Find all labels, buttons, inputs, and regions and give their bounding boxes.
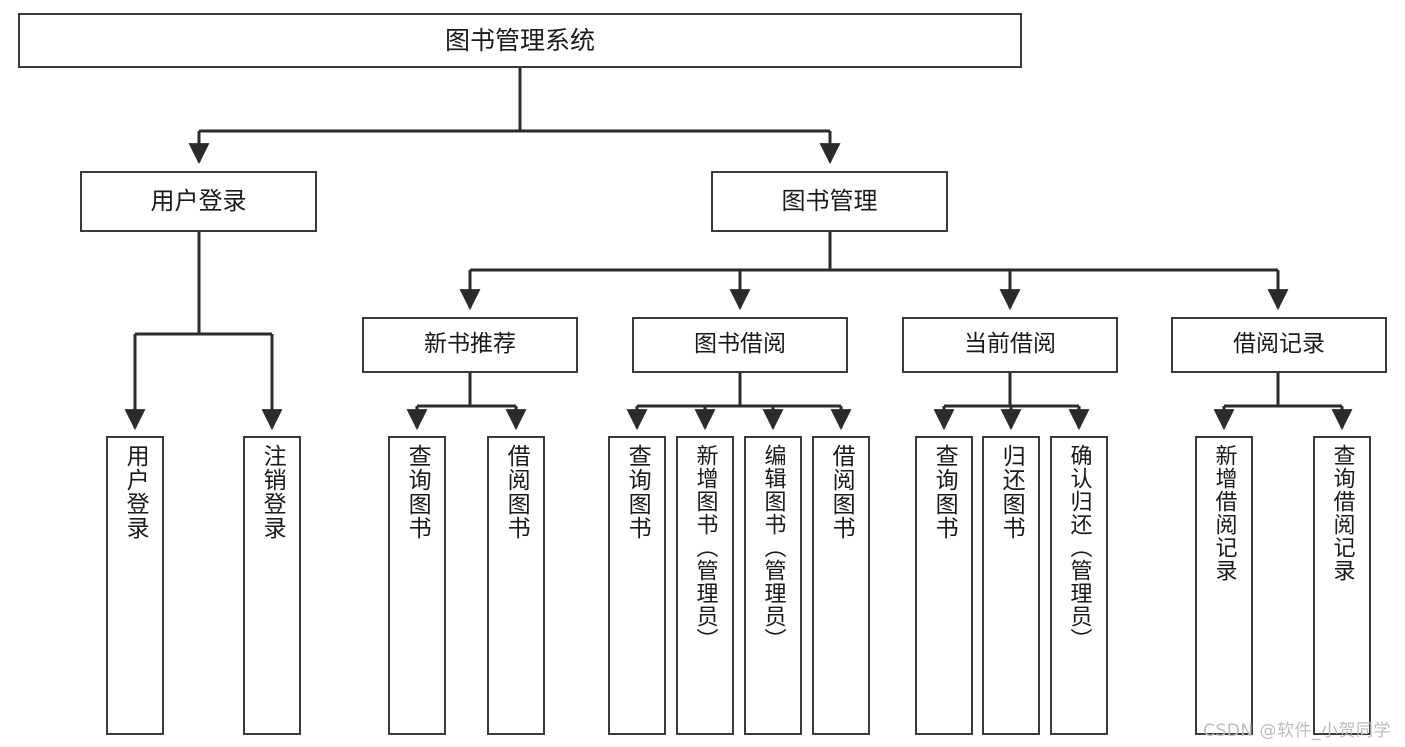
node-book-borrow[interactable]: 图书借阅 [632,317,848,373]
leaf-query-book-3[interactable]: 查询图书 [915,436,973,735]
leaf-query-book-1-label: 查询图书 [404,444,431,540]
node-book-management-label: 图书管理 [781,187,878,216]
leaf-query-book-2-label: 查询图书 [624,444,651,540]
leaf-add-borrow-record-label: 新增借阅记录 [1211,444,1237,582]
node-book-borrow-label: 图书借阅 [694,331,786,358]
leaf-edit-book-admin-label: 编辑图书（管理员） [760,444,786,651]
node-user-login[interactable]: 用户登录 [80,171,317,232]
leaf-add-book-admin[interactable]: 新增图书（管理员） [676,436,734,735]
node-user-login-label: 用户登录 [150,187,247,216]
leaf-edit-book-admin[interactable]: 编辑图书（管理员） [744,436,802,735]
node-borrow-record-label: 借阅记录 [1233,331,1325,358]
leaf-return-book-label: 归还图书 [998,444,1025,540]
node-current-borrow[interactable]: 当前借阅 [902,317,1118,373]
leaf-add-book-admin-label: 新增图书（管理员） [692,444,718,651]
leaf-query-book-1[interactable]: 查询图书 [388,436,446,735]
leaf-add-borrow-record[interactable]: 新增借阅记录 [1195,436,1253,735]
leaf-borrow-book-1-label: 借阅图书 [503,444,530,540]
leaf-query-borrow-record[interactable]: 查询借阅记录 [1313,436,1371,735]
leaf-borrow-book-2-label: 借阅图书 [828,444,855,540]
node-book-management[interactable]: 图书管理 [711,171,948,232]
node-new-book-recommend[interactable]: 新书推荐 [362,317,578,373]
node-borrow-record[interactable]: 借阅记录 [1171,317,1387,373]
leaf-logout-login-label: 注销登录 [259,444,286,540]
leaf-user-login-label: 用户登录 [122,444,149,540]
leaf-query-book-2[interactable]: 查询图书 [608,436,666,735]
leaf-borrow-book-2[interactable]: 借阅图书 [812,436,870,735]
leaf-query-book-3-label: 查询图书 [931,444,958,540]
node-current-borrow-label: 当前借阅 [964,331,1056,358]
leaf-borrow-book-1[interactable]: 借阅图书 [487,436,545,735]
leaf-user-login[interactable]: 用户登录 [106,436,164,735]
node-root-label: 图书管理系统 [444,25,595,55]
leaf-confirm-return-admin[interactable]: 确认归还（管理员） [1050,436,1108,735]
csdn-watermark: CSDN @软件_小贺同学 [1203,721,1391,741]
node-root[interactable]: 图书管理系统 [18,13,1022,68]
leaf-return-book[interactable]: 归还图书 [982,436,1040,735]
leaf-confirm-return-admin-label: 确认归还（管理员） [1066,444,1092,651]
node-new-book-recommend-label: 新书推荐 [424,331,516,358]
leaf-logout-login[interactable]: 注销登录 [243,436,301,735]
leaf-query-borrow-record-label: 查询借阅记录 [1329,444,1355,582]
